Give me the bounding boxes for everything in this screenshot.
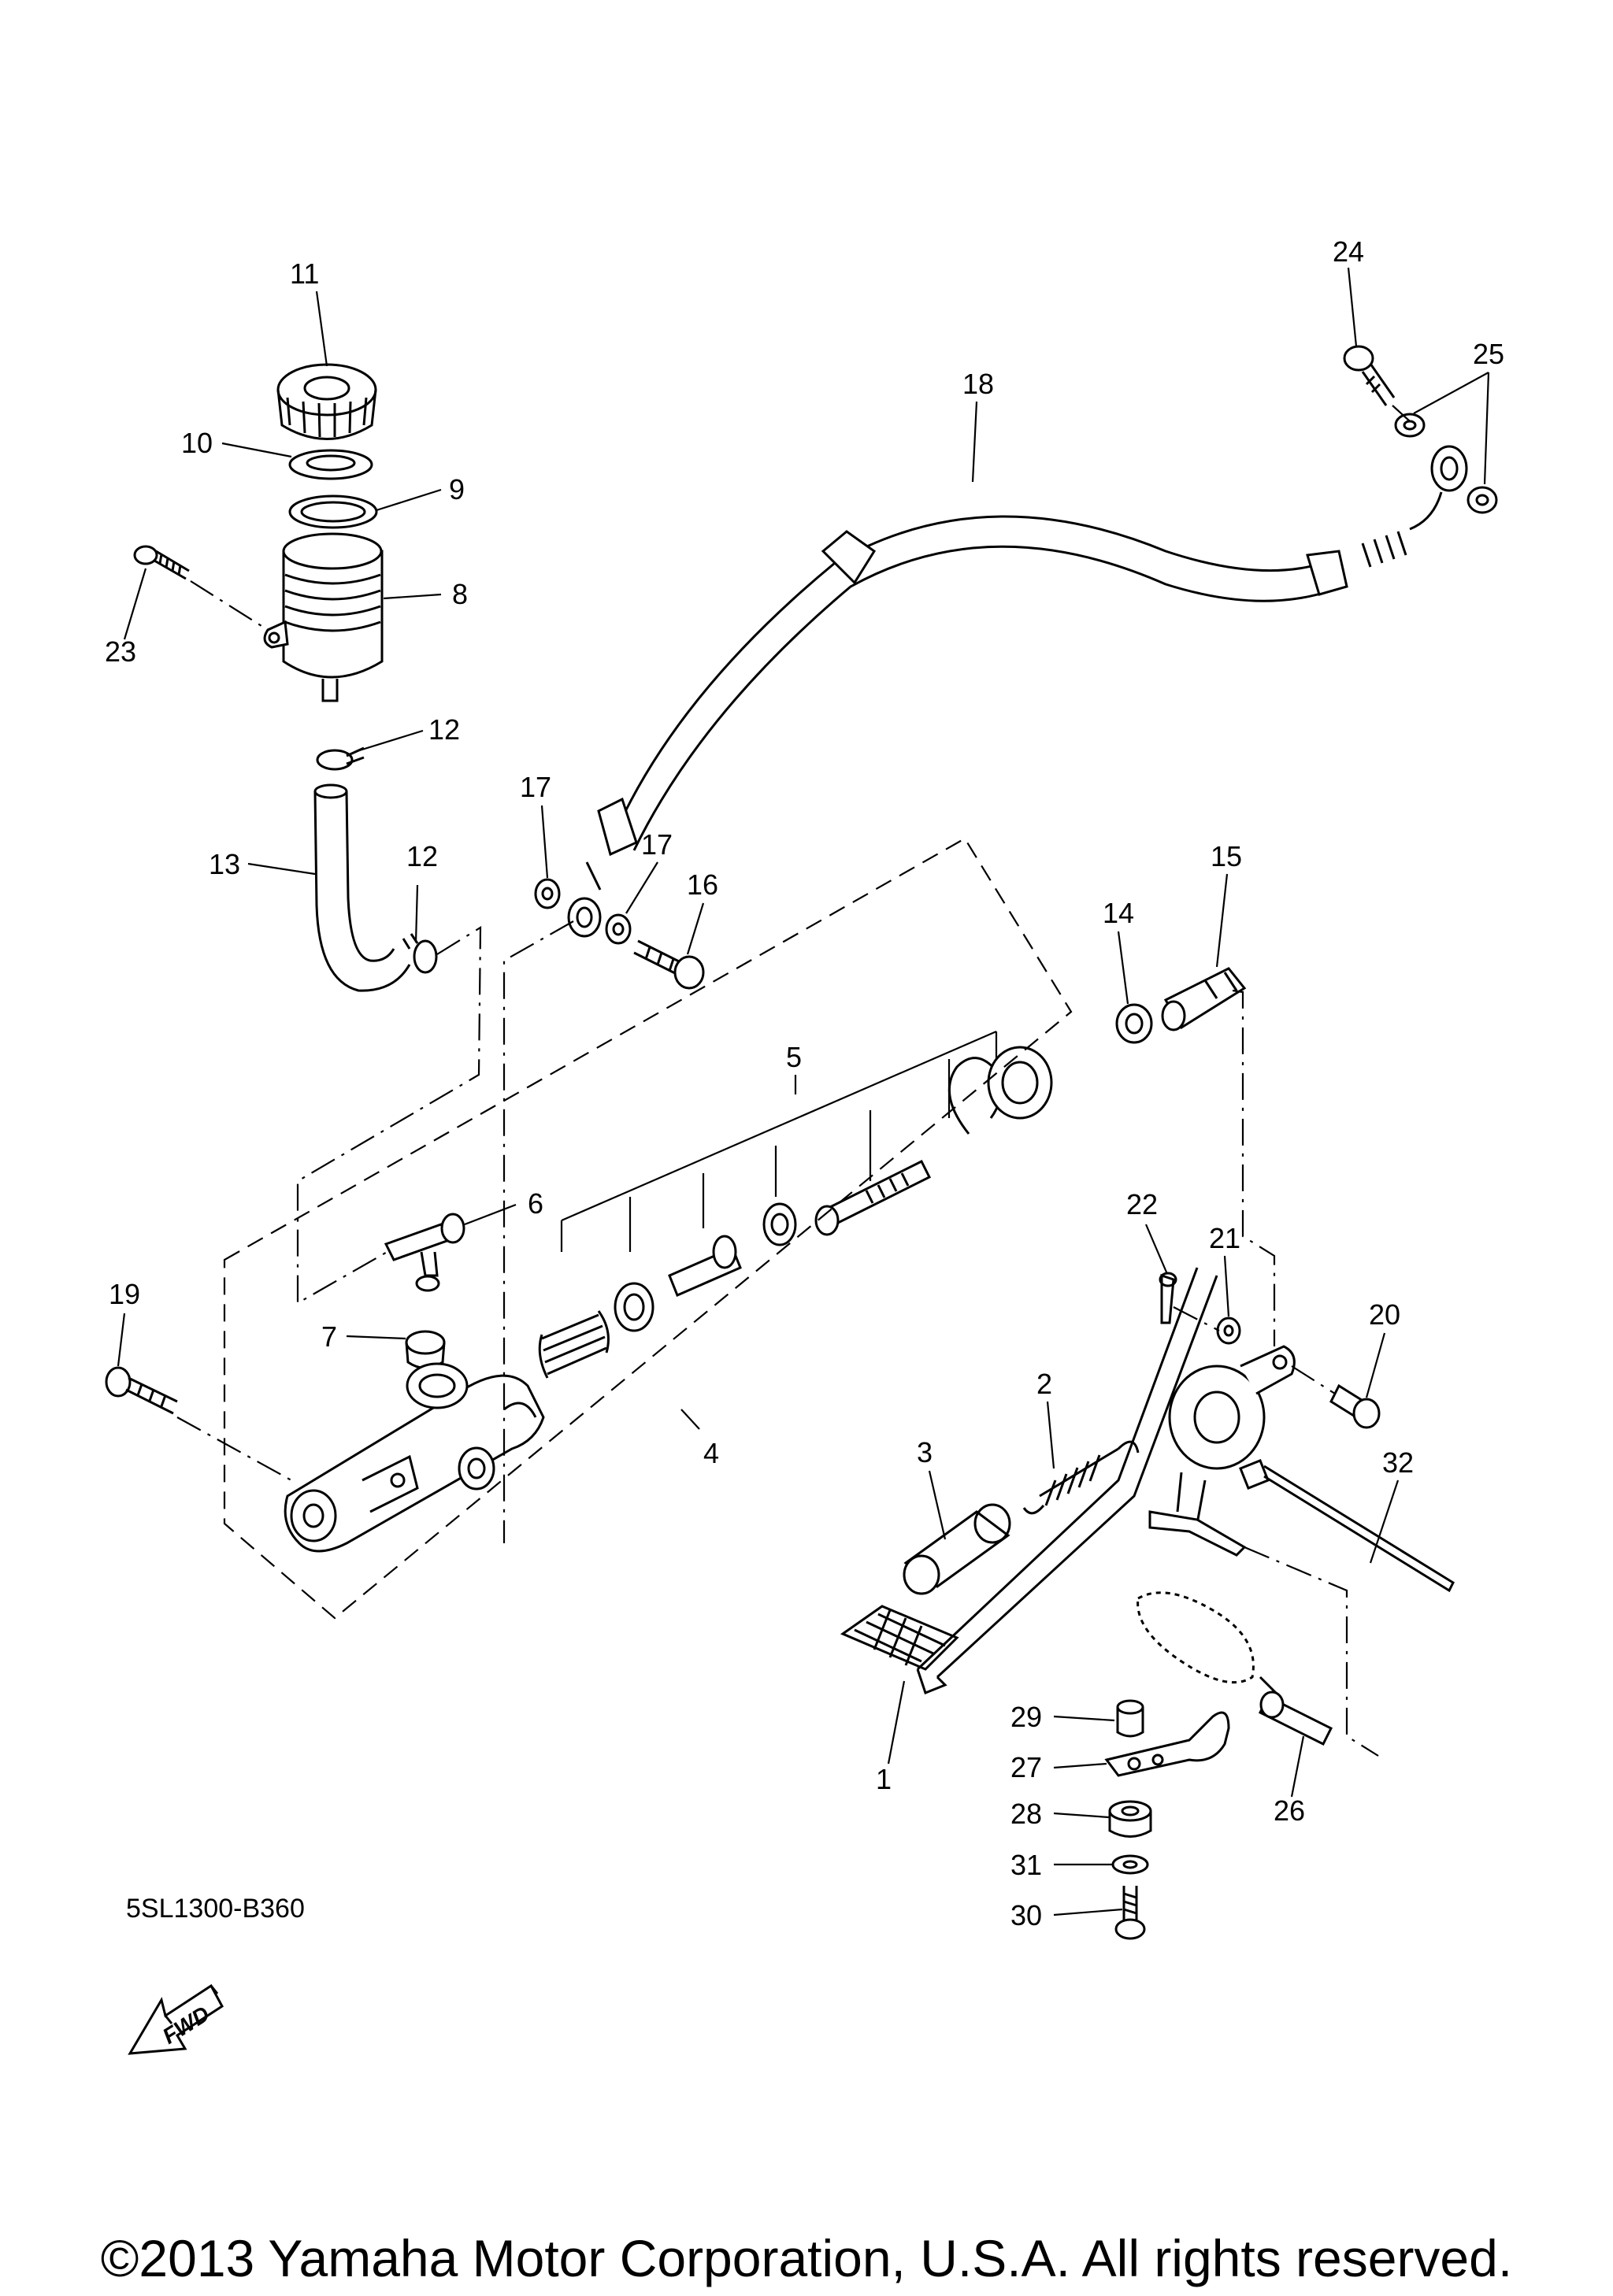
- union-bolt-lower: [633, 939, 705, 990]
- brake-switch-boot: [1137, 1591, 1277, 1694]
- callout-19: 19: [109, 1278, 140, 1310]
- copper-washer-lower-b: [605, 913, 632, 945]
- callout-10: 10: [181, 427, 213, 459]
- callout-25: 25: [1473, 338, 1504, 370]
- forward-direction-arrow: FWD: [128, 1983, 224, 2055]
- callout-11: 11: [290, 257, 319, 290]
- assembly-line-20: [1291, 1365, 1336, 1394]
- clevis-pin: [1329, 1383, 1381, 1429]
- copper-washer-upper-a: [1394, 413, 1426, 438]
- union-bolt-upper: [1343, 345, 1396, 406]
- diaphragm-plate: [288, 449, 373, 480]
- callout-26: 26: [1274, 1794, 1305, 1827]
- diaphragm: [288, 494, 378, 529]
- master-cylinder-bolt: [105, 1366, 178, 1415]
- callout-27: 27: [1010, 1751, 1042, 1783]
- kit-4-outline: [223, 837, 1073, 1620]
- copper-washer-upper-b: [1467, 486, 1498, 514]
- callout-16: 16: [687, 868, 718, 901]
- callout-14: 14: [1103, 897, 1134, 929]
- reservoir-bolt: [133, 545, 190, 580]
- callout-17: 17: [520, 771, 551, 803]
- callout-18: 18: [962, 368, 994, 400]
- callout-5: 5: [786, 1041, 802, 1073]
- hose-clamp-lower: [402, 933, 438, 974]
- copper-washer-lower-a: [534, 878, 561, 909]
- callout-15: 15: [1211, 840, 1242, 872]
- hose-joint-fitting: [384, 1213, 465, 1292]
- master-cylinder-body: [284, 1362, 545, 1553]
- reservoir-hose: [313, 783, 411, 992]
- callout-21: 21: [1209, 1222, 1240, 1254]
- brake-hose: [567, 445, 1468, 938]
- callout-31: 31: [1010, 1849, 1042, 1881]
- callout-1: 1: [876, 1763, 892, 1795]
- callout-20: 20: [1369, 1298, 1400, 1331]
- callout-13: 13: [209, 848, 240, 880]
- reservoir-tank: [263, 532, 384, 702]
- lock-nut: [1115, 1003, 1153, 1044]
- bracket-27: [1104, 1711, 1230, 1777]
- callout-30: 30: [1010, 1899, 1042, 1931]
- assembly-line-19: [176, 1416, 292, 1481]
- assembly-line-24-25: [1392, 405, 1411, 422]
- callout-29: 29: [1010, 1701, 1042, 1733]
- callout-32: 32: [1382, 1446, 1414, 1479]
- callout-28: 28: [1010, 1798, 1042, 1830]
- plain-washer: [1216, 1316, 1241, 1345]
- cable-tie: [1239, 1459, 1455, 1593]
- callout-9: 9: [449, 473, 465, 505]
- grommet-seal: [405, 1330, 446, 1369]
- brake-pedal: [840, 1267, 1296, 1694]
- pedal-collar: [903, 1503, 1011, 1595]
- callout-8: 8: [452, 578, 468, 610]
- assembly-line-23: [190, 580, 269, 631]
- washer-31: [1111, 1854, 1149, 1875]
- return-spring: [1022, 1440, 1140, 1515]
- callout-12b: 12: [406, 840, 438, 872]
- callout-17b: 17: [641, 828, 673, 861]
- assembly-line-17-4: [502, 920, 574, 1543]
- shaft-pin: [1258, 1691, 1333, 1746]
- clevis-joint: [1161, 967, 1247, 1031]
- callout-12: 12: [428, 713, 460, 746]
- damper-28: [1108, 1800, 1152, 1838]
- master-cylinder-kit: [538, 1030, 1053, 1379]
- callout-3: 3: [917, 1436, 933, 1468]
- drawing-code: 5SL1300-B360: [126, 1894, 305, 1924]
- assembly-line-21-22: [1173, 1306, 1220, 1331]
- callout-22: 22: [1126, 1188, 1158, 1220]
- assembly-line-26: [1244, 1546, 1379, 1757]
- callout-6: 6: [528, 1187, 543, 1220]
- copyright-notice: ©2013 Yamaha Motor Corporation, U.S.A. A…: [100, 2229, 1513, 2287]
- callout-numbers: 1 2 3 4 5 6 7 8 9 10 11 12 12 13 14 15 1…: [105, 235, 1504, 1931]
- assembly-line-15: [1232, 989, 1276, 1346]
- collar-29: [1116, 1699, 1144, 1738]
- callout-24: 24: [1333, 235, 1364, 268]
- callout-7: 7: [321, 1320, 337, 1353]
- callout-2: 2: [1036, 1368, 1052, 1400]
- reservoir-cap: [276, 363, 377, 440]
- bolt-30: [1114, 1886, 1146, 1940]
- callout-leaders: [117, 267, 1490, 1916]
- cotter-pin: [1159, 1272, 1177, 1324]
- callout-23: 23: [105, 635, 136, 668]
- callout-4: 4: [703, 1437, 719, 1469]
